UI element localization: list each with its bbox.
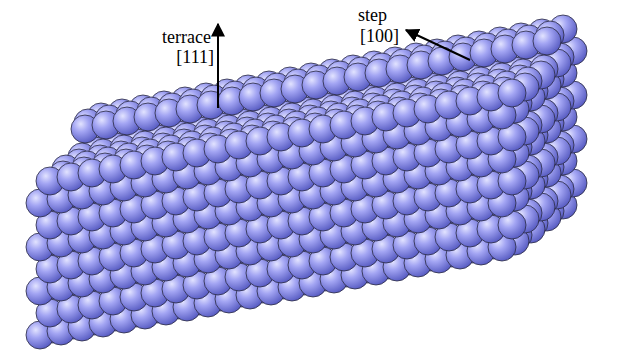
atom-group — [26, 15, 587, 349]
direction-label: step — [358, 6, 387, 24]
atom-sphere — [498, 79, 526, 107]
direction-label: [111] — [176, 48, 214, 66]
direction-label: terrace — [162, 28, 211, 46]
direction-label: [100] — [360, 27, 399, 45]
terrace-normal-arrow — [217, 24, 219, 108]
atom-sphere — [533, 27, 561, 55]
step-normal-arrow — [406, 30, 470, 60]
